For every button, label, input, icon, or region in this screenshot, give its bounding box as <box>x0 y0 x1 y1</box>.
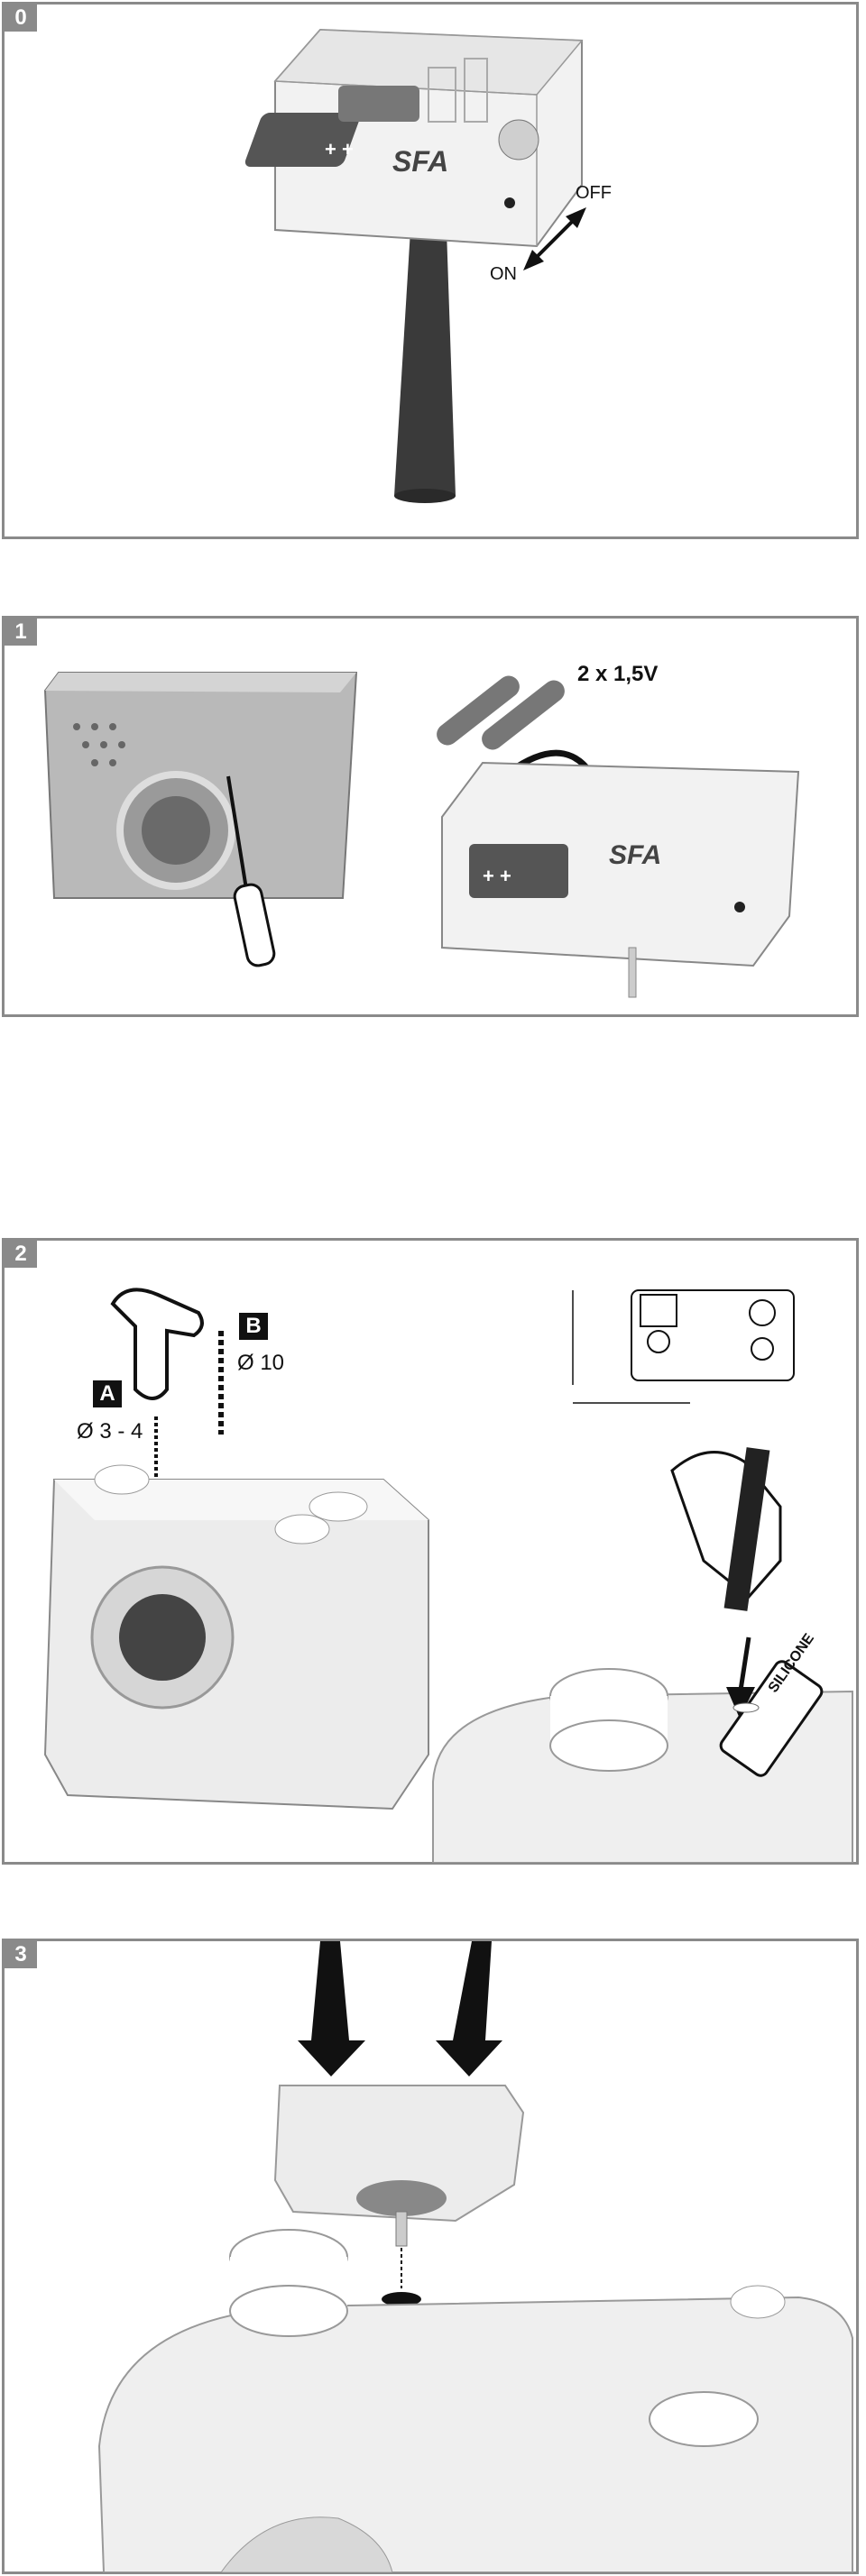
step-0-illustration: + + SFA <box>244 28 584 503</box>
step-number: 3 <box>5 1941 37 1968</box>
step-1-illustration: + + SFA <box>43 672 800 998</box>
battery-icon: + + <box>244 86 419 167</box>
step-number: 1 <box>5 619 37 646</box>
step-number: 2 <box>5 1241 37 1268</box>
off-label: OFF <box>576 183 612 203</box>
step-number: 0 <box>5 5 37 32</box>
diameter-a: Ø 3 - 4 <box>77 1419 143 1444</box>
battery-icon <box>437 675 565 750</box>
svg-text:+ +: + + <box>483 865 511 887</box>
drill-icon <box>110 1288 204 1484</box>
svg-text:SFA: SFA <box>609 840 661 870</box>
label-b: B <box>239 1313 268 1340</box>
step-3-illustration <box>97 1941 853 2572</box>
diameter-b: Ø 10 <box>237 1351 285 1375</box>
step-3-panel: 3 <box>2 1939 859 2574</box>
label-a: A <box>93 1380 122 1407</box>
step-1-panel: 1 + + SFA 2 x 1,5V <box>2 616 859 1017</box>
step-2-panel: 2 A Ø 3 - 4 B <box>2 1238 859 1865</box>
svg-text:+ +: + + <box>325 138 354 160</box>
battery-label: 2 x 1,5V <box>577 662 659 686</box>
down-arrow-icon <box>436 1941 502 2076</box>
step-2-illustration <box>43 1288 853 1863</box>
down-arrow-icon <box>298 1941 365 2076</box>
step-0-panel: 0 + + SFA ON OFF <box>2 2 859 539</box>
on-label: ON <box>490 264 517 284</box>
svg-text:SFA: SFA <box>392 145 448 178</box>
screwdriver-icon <box>226 775 276 967</box>
